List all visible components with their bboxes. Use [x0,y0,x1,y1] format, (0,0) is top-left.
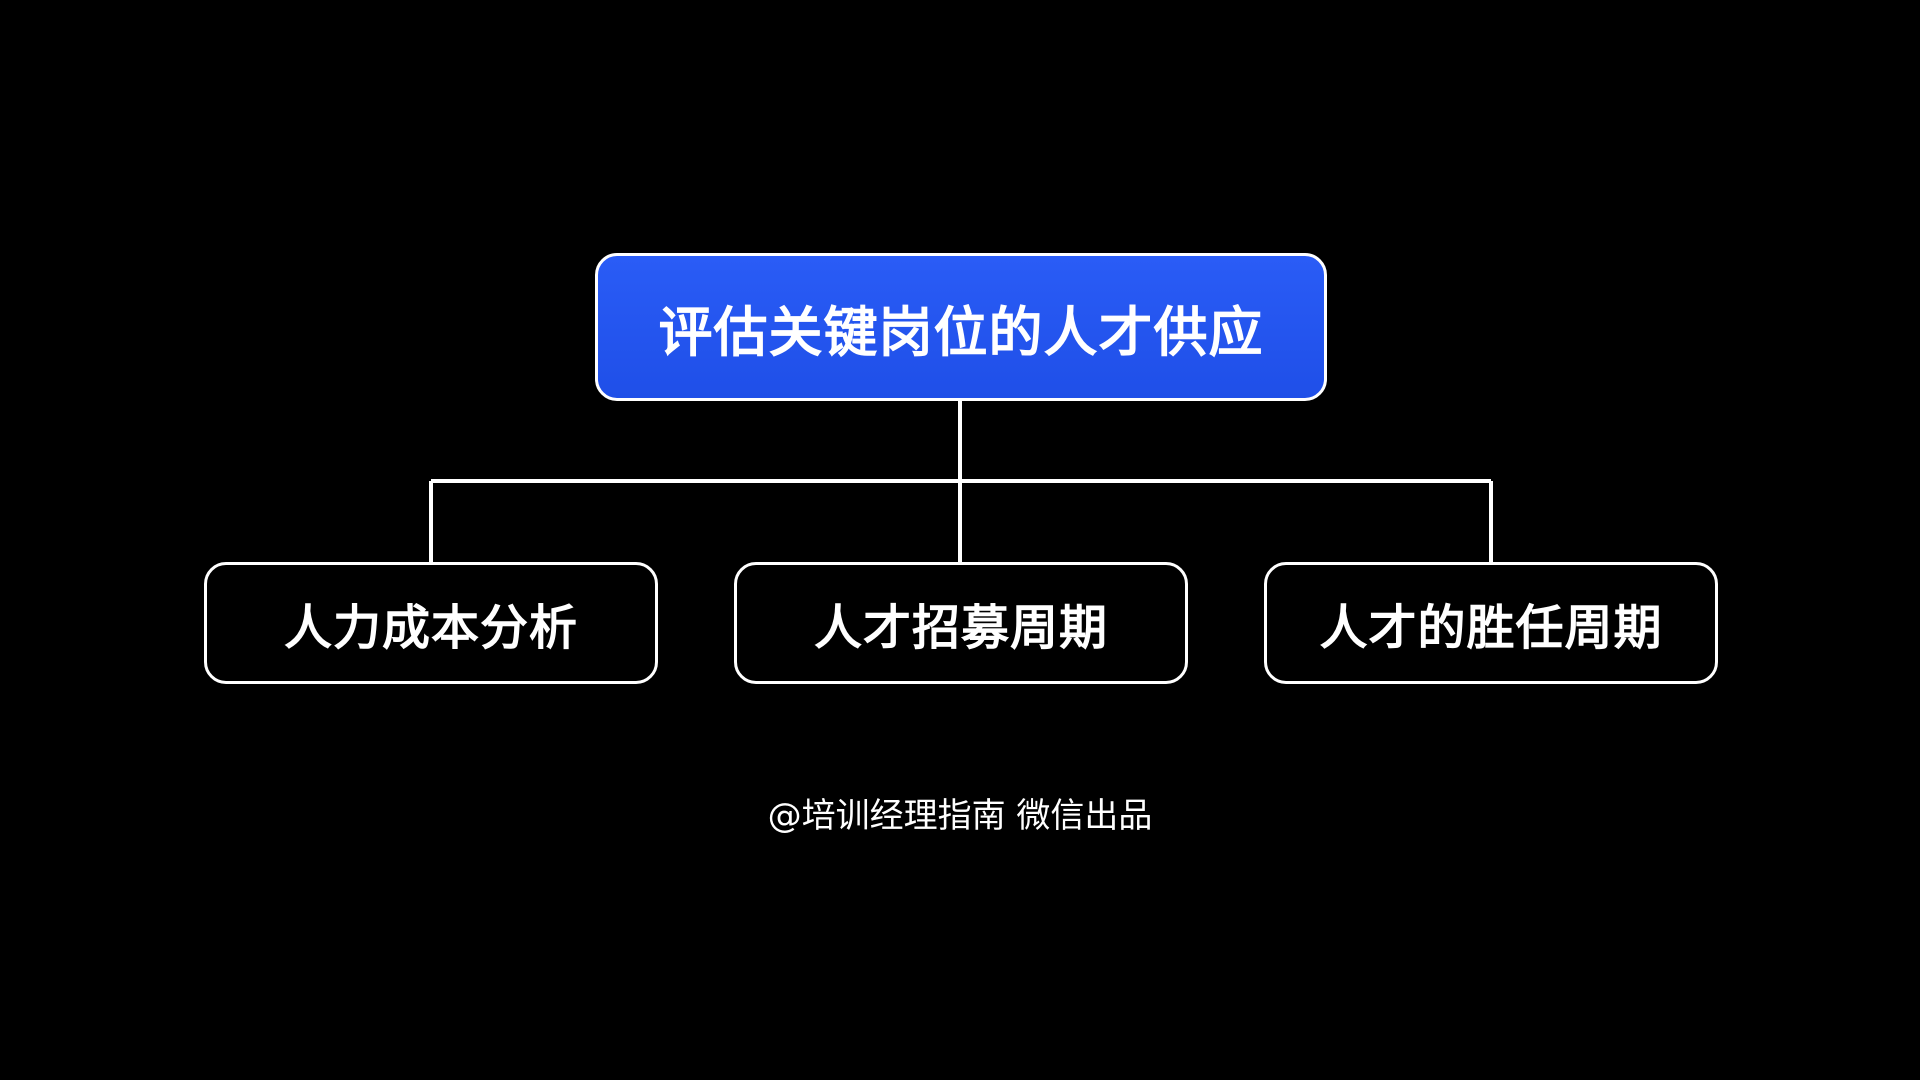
child-node-3-label: 人才的胜任周期 [1319,600,1663,656]
root-node-label: 评估关键岗位的人才供应 [658,300,1264,364]
root-node: 评估关键岗位的人才供应 [595,253,1327,401]
child-node-2-label: 人才招募周期 [813,600,1108,656]
footer-credit: @培训经理指南 微信出品 [767,796,1153,836]
child-node-2: 人才招募周期 [734,562,1188,684]
child-node-3: 人才的胜任周期 [1264,562,1718,684]
child-node-1: 人力成本分析 [204,562,658,684]
child-node-1-label: 人力成本分析 [283,600,578,656]
